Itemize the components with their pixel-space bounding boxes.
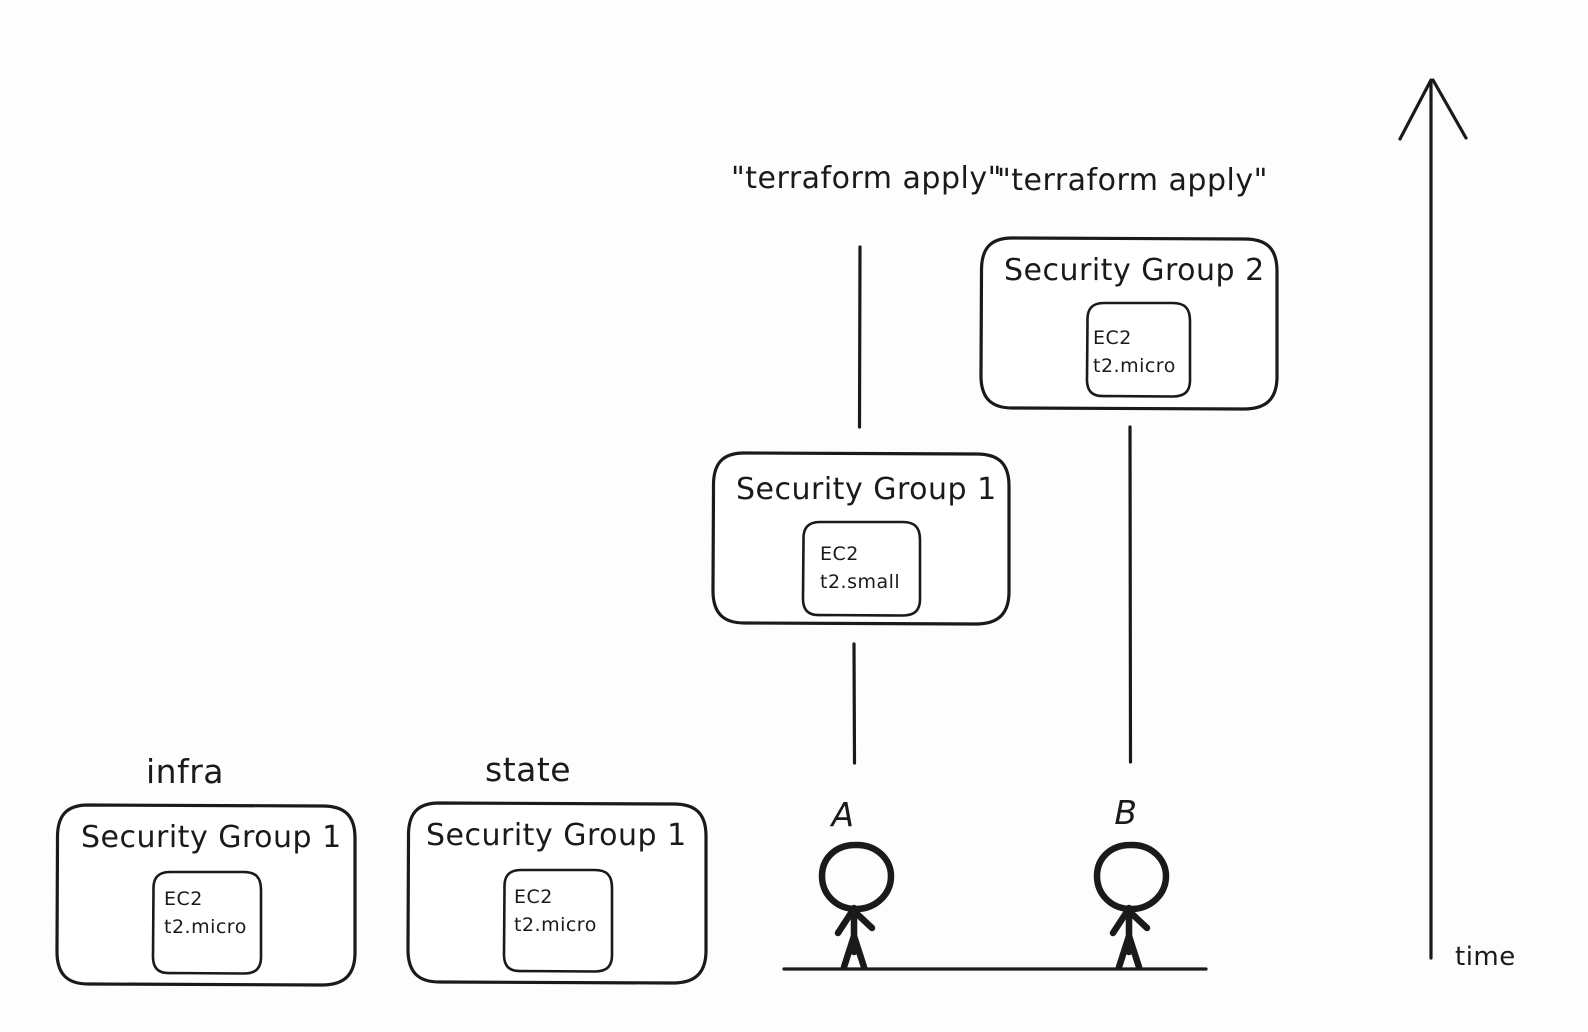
command-label-b: "terraform apply"	[997, 163, 1268, 198]
actor-b-figure	[1093, 841, 1170, 971]
sg2-group-label: Security Group 2	[1004, 253, 1265, 288]
state-box	[406, 801, 708, 985]
connector-b	[1128, 425, 1133, 764]
time-axis-label: time	[1455, 942, 1516, 972]
state-caption-label: state	[485, 750, 571, 789]
sg1-inner-ec2-rect	[801, 520, 922, 617]
sg2-applied-box	[979, 236, 1279, 411]
state-inner-ec2-rect	[502, 868, 614, 973]
sg2-ec2-label: EC2	[1093, 327, 1132, 349]
state-instance-type-label: t2.micro	[514, 914, 597, 936]
actor-a-legs-icon	[840, 932, 868, 971]
state-group-label: Security Group 1	[426, 818, 687, 853]
time-axis-arrowhead	[1398, 78, 1468, 141]
infra-instance-type-label: t2.micro	[164, 916, 247, 938]
infra-inner-ec2-rect	[151, 870, 263, 975]
infra-box	[55, 803, 357, 987]
actor-a-arms-icon	[834, 906, 876, 937]
actor-b-legs-icon	[1115, 932, 1143, 971]
sg2-instance-type-label: t2.micro	[1093, 355, 1176, 377]
sg1-applied-box	[711, 451, 1011, 626]
actor-b-label: B	[1114, 793, 1137, 832]
connector-a-upper	[857, 245, 862, 429]
sg2-inner-ec2-rect	[1085, 301, 1192, 398]
command-label-a: "terraform apply"	[731, 161, 1002, 196]
actor-a-figure	[818, 841, 895, 971]
sg1-instance-type-label: t2.small	[820, 571, 900, 593]
sg1-group-label: Security Group 1	[736, 472, 997, 507]
actor-a-head-icon	[818, 841, 895, 913]
infra-ec2-label: EC2	[164, 888, 203, 910]
infra-caption-label: infra	[146, 752, 224, 791]
actor-b-head-icon	[1093, 841, 1170, 913]
connector-a-lower	[852, 642, 857, 765]
sg1-ec2-label: EC2	[820, 543, 859, 565]
actor-a-label: A	[829, 795, 854, 834]
actor-b-arms-icon	[1109, 906, 1151, 937]
time-axis	[1398, 78, 1468, 960]
infra-group-label: Security Group 1	[81, 820, 342, 855]
state-ec2-label: EC2	[514, 886, 553, 908]
